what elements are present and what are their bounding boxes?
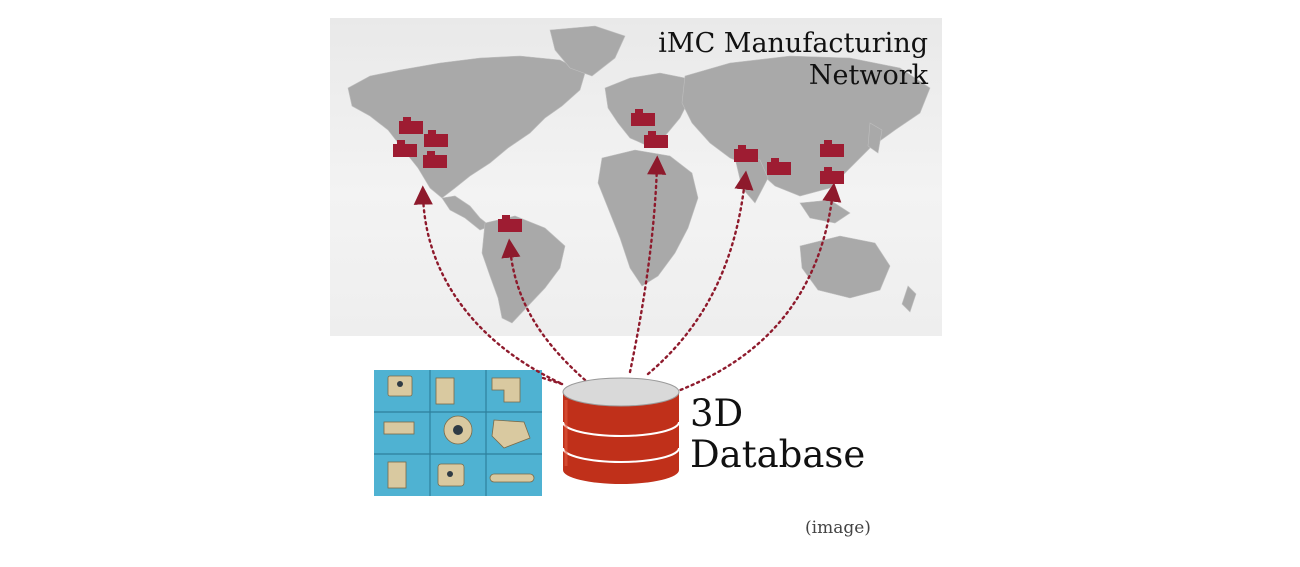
map-title-line1: iMC Manufacturing [658,28,928,59]
part-9 [489,473,535,483]
south-america-landmass [481,215,566,324]
image-caption: (image) [805,518,871,538]
part-2 [435,377,455,405]
database-label: 3D Database [690,393,865,475]
parts-grid [374,370,542,496]
new-zealand-landmass [901,285,917,313]
greenland-landmass [549,25,626,77]
database-label-line2: Database [690,433,866,476]
japan-landmass [867,122,883,154]
database-label-line1: 3D [690,392,744,435]
part-6 [491,419,531,449]
north-america-landmass [347,55,586,199]
machined-parts-photo [374,370,542,496]
map-title: iMC Manufacturing Network [658,28,928,92]
africa-landmass [597,149,699,287]
central-america-landmass [441,195,491,231]
part-4 [383,421,415,435]
world-map-panel: iMC Manufacturing Network [330,18,942,336]
map-title-line2: Network [808,60,928,91]
part-7 [387,461,407,489]
connector-photo [541,376,567,387]
southeast-asia-landmass [799,199,851,224]
australia-landmass [799,235,891,299]
database-icon [562,377,680,484]
europe-landmass [604,72,691,147]
